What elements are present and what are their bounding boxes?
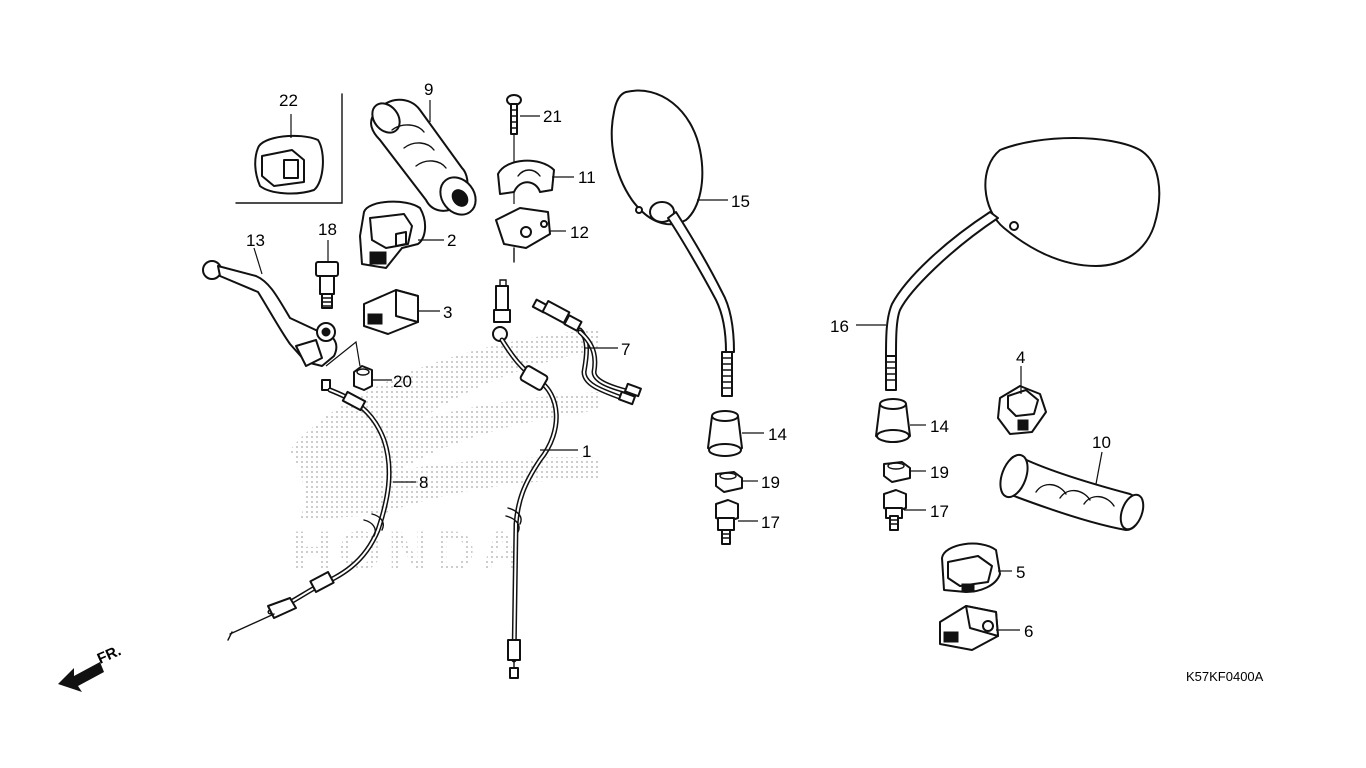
part-16-right-mirror <box>885 137 1161 391</box>
honda-watermark-text: HONDA <box>292 519 527 582</box>
part-14-left-mirror-boot <box>707 410 743 457</box>
part-1-throttle-cable <box>492 279 559 679</box>
callout-22: 22 <box>279 91 298 110</box>
callout-11: 11 <box>578 168 596 187</box>
callout-17-right: 17 <box>930 502 949 521</box>
part-12-throttle-housing-lower <box>495 207 551 263</box>
callout-14-right: 14 <box>930 417 949 436</box>
part-10-right-grip <box>999 453 1145 531</box>
diagram-reference-code: K57KF0400A <box>1186 669 1264 684</box>
callout-9: 9 <box>424 80 433 99</box>
callout-3: 3 <box>443 303 452 322</box>
part-20-nut <box>353 365 373 391</box>
callout-14-left: 14 <box>768 425 787 444</box>
callout-6: 6 <box>1024 622 1033 641</box>
callout-8: 8 <box>419 473 428 492</box>
callout-2: 2 <box>447 231 456 250</box>
callout-19-left: 19 <box>761 473 780 492</box>
part-6-switch <box>939 605 999 651</box>
part-19-left-nut <box>715 471 743 493</box>
callout-20: 20 <box>393 372 412 391</box>
callout-12: 12 <box>570 223 589 242</box>
callout-17-left: 17 <box>761 513 780 532</box>
callout-18: 18 <box>318 220 337 239</box>
part-7-switch-wire <box>531 298 642 406</box>
callout-1: 1 <box>582 442 591 461</box>
honda-wing-watermark <box>290 330 600 520</box>
callout-15: 15 <box>731 192 750 211</box>
part-17-right-adapter <box>883 489 907 531</box>
callout-5: 5 <box>1016 563 1025 582</box>
part-14-right-mirror-boot <box>875 398 911 443</box>
callout-21: 21 <box>543 107 562 126</box>
part-18-bolt <box>315 261 339 309</box>
front-direction-label: FR. <box>95 642 124 667</box>
part-8-clutch-cable <box>227 379 392 641</box>
callout-4: 4 <box>1016 348 1025 367</box>
part-17-left-adapter <box>715 499 739 545</box>
callout-13: 13 <box>246 231 265 250</box>
part-11-throttle-housing-upper <box>497 159 555 195</box>
part-4-right-switch <box>997 385 1047 435</box>
part-15-left-mirror <box>610 89 735 397</box>
callout-16: 16 <box>830 317 849 336</box>
part-13-lever <box>202 260 338 367</box>
part-2-left-switch-housing <box>359 200 426 269</box>
part-3-switch <box>363 289 419 335</box>
callout-10: 10 <box>1092 433 1111 452</box>
front-direction-arrow-icon <box>58 662 104 692</box>
part-19-right-nut <box>883 461 911 483</box>
part-9-left-grip <box>370 98 477 216</box>
part-22-switch-cover <box>235 93 343 204</box>
part-5-right-switch-housing <box>941 542 1001 593</box>
callout-7: 7 <box>621 340 630 359</box>
callout-19-right: 19 <box>930 463 949 482</box>
